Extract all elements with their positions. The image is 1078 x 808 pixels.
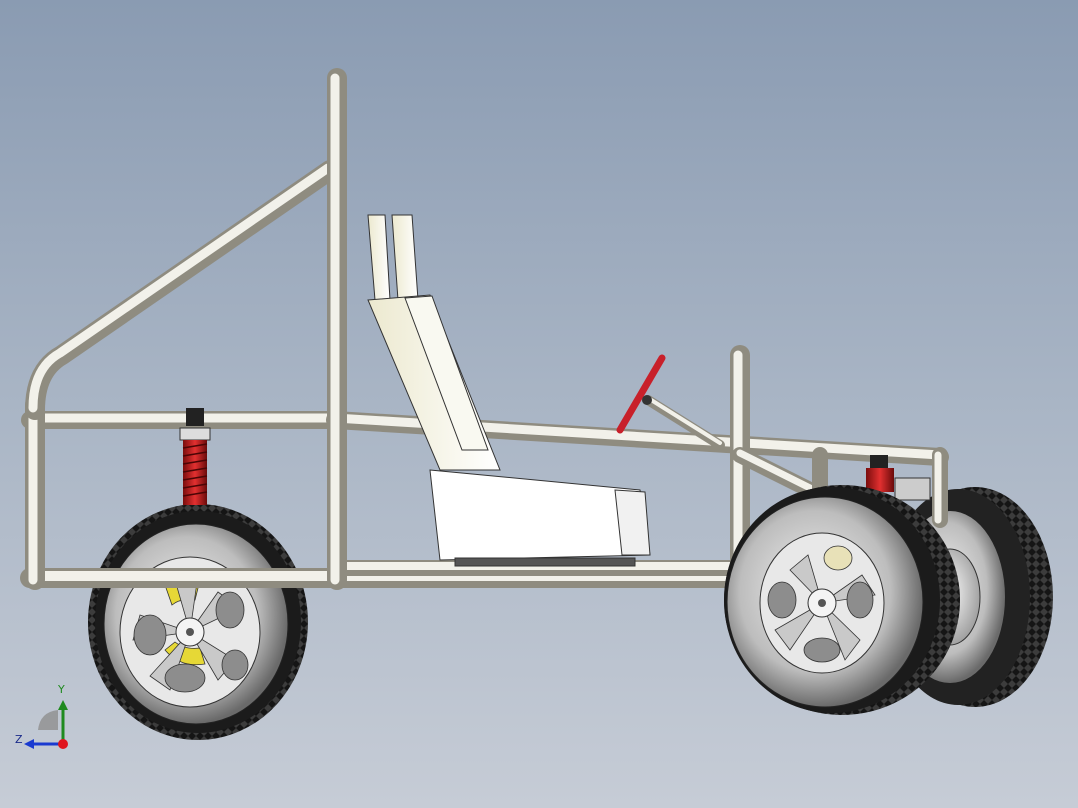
left-wheel <box>88 504 308 740</box>
steering-wheel <box>616 354 666 434</box>
x-axis-dot <box>58 739 68 749</box>
steering-column <box>616 354 725 450</box>
coordinate-triad: Y Z <box>10 682 80 752</box>
seat <box>367 214 651 567</box>
right-wheel-near <box>724 485 960 715</box>
triad-axes <box>24 700 68 749</box>
triad-y-label: Y <box>58 683 65 696</box>
front-shock-absorber <box>866 455 931 501</box>
rear-shock-absorber <box>179 408 211 505</box>
triad-z-label: Z <box>15 733 23 746</box>
